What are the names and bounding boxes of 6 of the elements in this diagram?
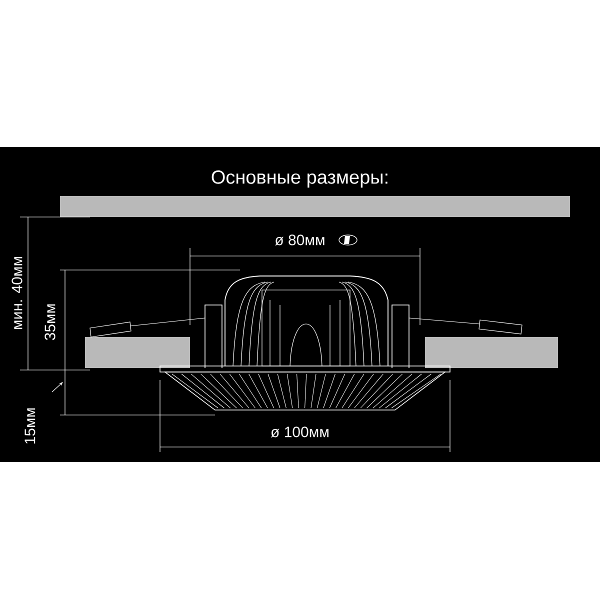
dimension-label: 15мм [24, 408, 36, 444]
heading: Основные размеры: [212, 170, 388, 188]
dimension-label: 35мм [44, 304, 56, 340]
dimension-label: ø 80мм [275, 234, 324, 246]
dimension-label: ø 100мм [270, 426, 328, 438]
dimension-label: мин. 40мм [12, 257, 22, 329]
